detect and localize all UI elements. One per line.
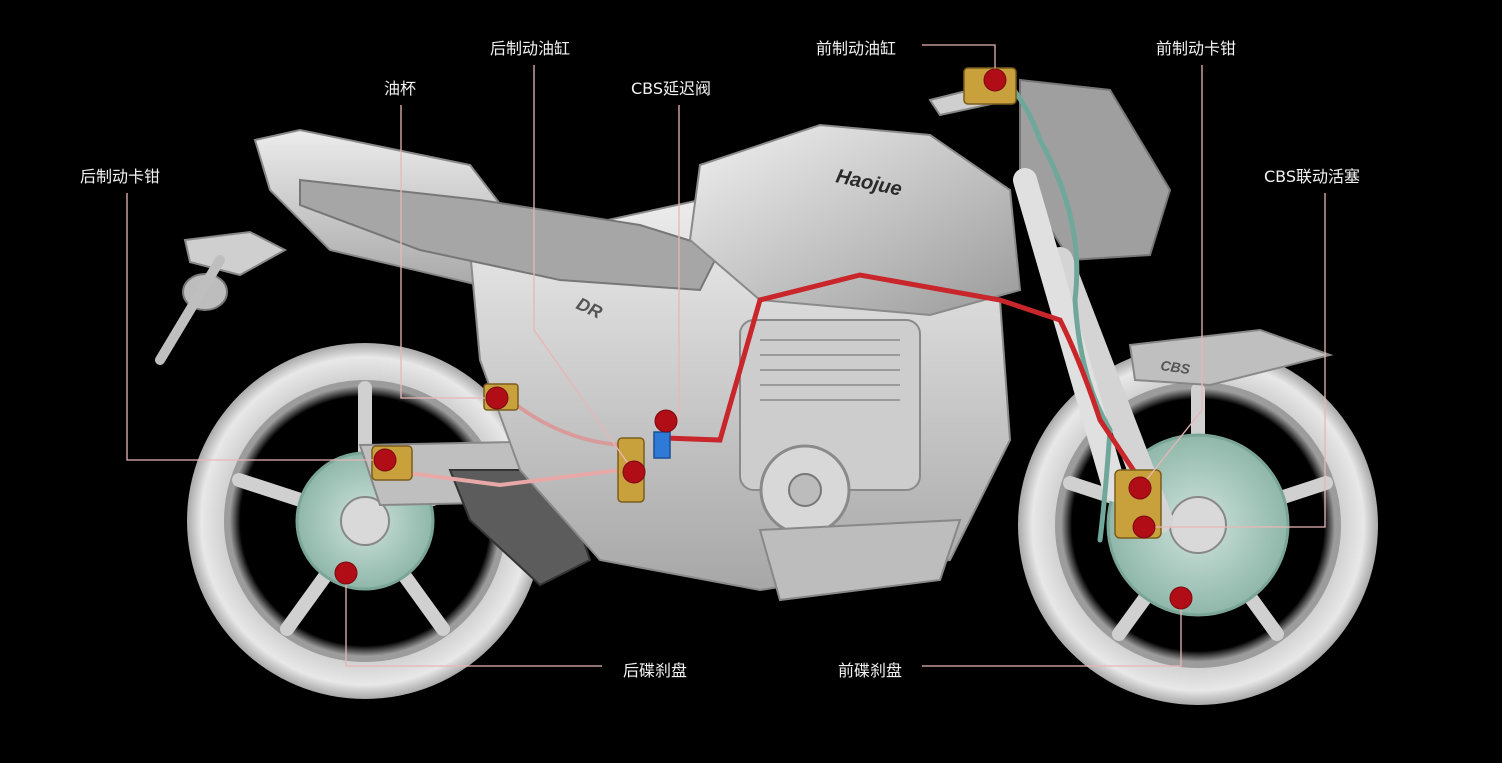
label-oil-cup: 油杯 [384, 79, 417, 98]
leader-front-caliper [1139, 65, 1203, 489]
cbs-brake-line-red [662, 272, 1143, 483]
front-brake-line-green [1007, 82, 1113, 543]
fuel-tank [688, 123, 1022, 317]
label-rear-disc: 后碟刹盘 [623, 661, 688, 680]
marker-front-disc [1169, 586, 1193, 610]
marker-front-caliper [1128, 476, 1152, 500]
fender-badge: CBS [1160, 357, 1192, 377]
label-rear-master-cylinder: 后制动油缸 [490, 39, 571, 58]
marker-cbs-delay-valve [654, 409, 678, 433]
leader-lines [126, 44, 1326, 667]
label-cbs-piston: CBS联动活塞 [1264, 167, 1361, 186]
leader-oil-cup [400, 105, 497, 399]
marker-cbs-piston [1132, 515, 1156, 539]
leader-front-master-cylinder [922, 44, 996, 80]
marker-rear-master-cylinder [622, 460, 646, 484]
marker-rear-caliper [373, 448, 397, 472]
label-cbs-delay-valve: CBS延迟阀 [631, 79, 712, 98]
marker-rear-disc [334, 561, 358, 585]
cbs-valve-body [653, 431, 671, 459]
marker-front-master-cylinder [983, 68, 1007, 92]
marker-oil-cup [485, 386, 509, 410]
label-front-disc: 前碟刹盘 [838, 661, 903, 680]
leader-rear-disc [345, 573, 602, 667]
label-rear-caliper: 后制动卡钳 [80, 167, 161, 186]
leader-rear-master-cylinder [533, 65, 635, 473]
leader-rear-caliper [126, 193, 385, 461]
main-body [299, 178, 1012, 602]
leader-cbs-piston [1144, 193, 1326, 528]
leader-front-disc [922, 598, 1182, 667]
markers [334, 68, 1193, 610]
label-front-master-cylinder: 前制动油缸 [816, 39, 897, 58]
label-front-caliper: 前制动卡钳 [1156, 39, 1237, 58]
